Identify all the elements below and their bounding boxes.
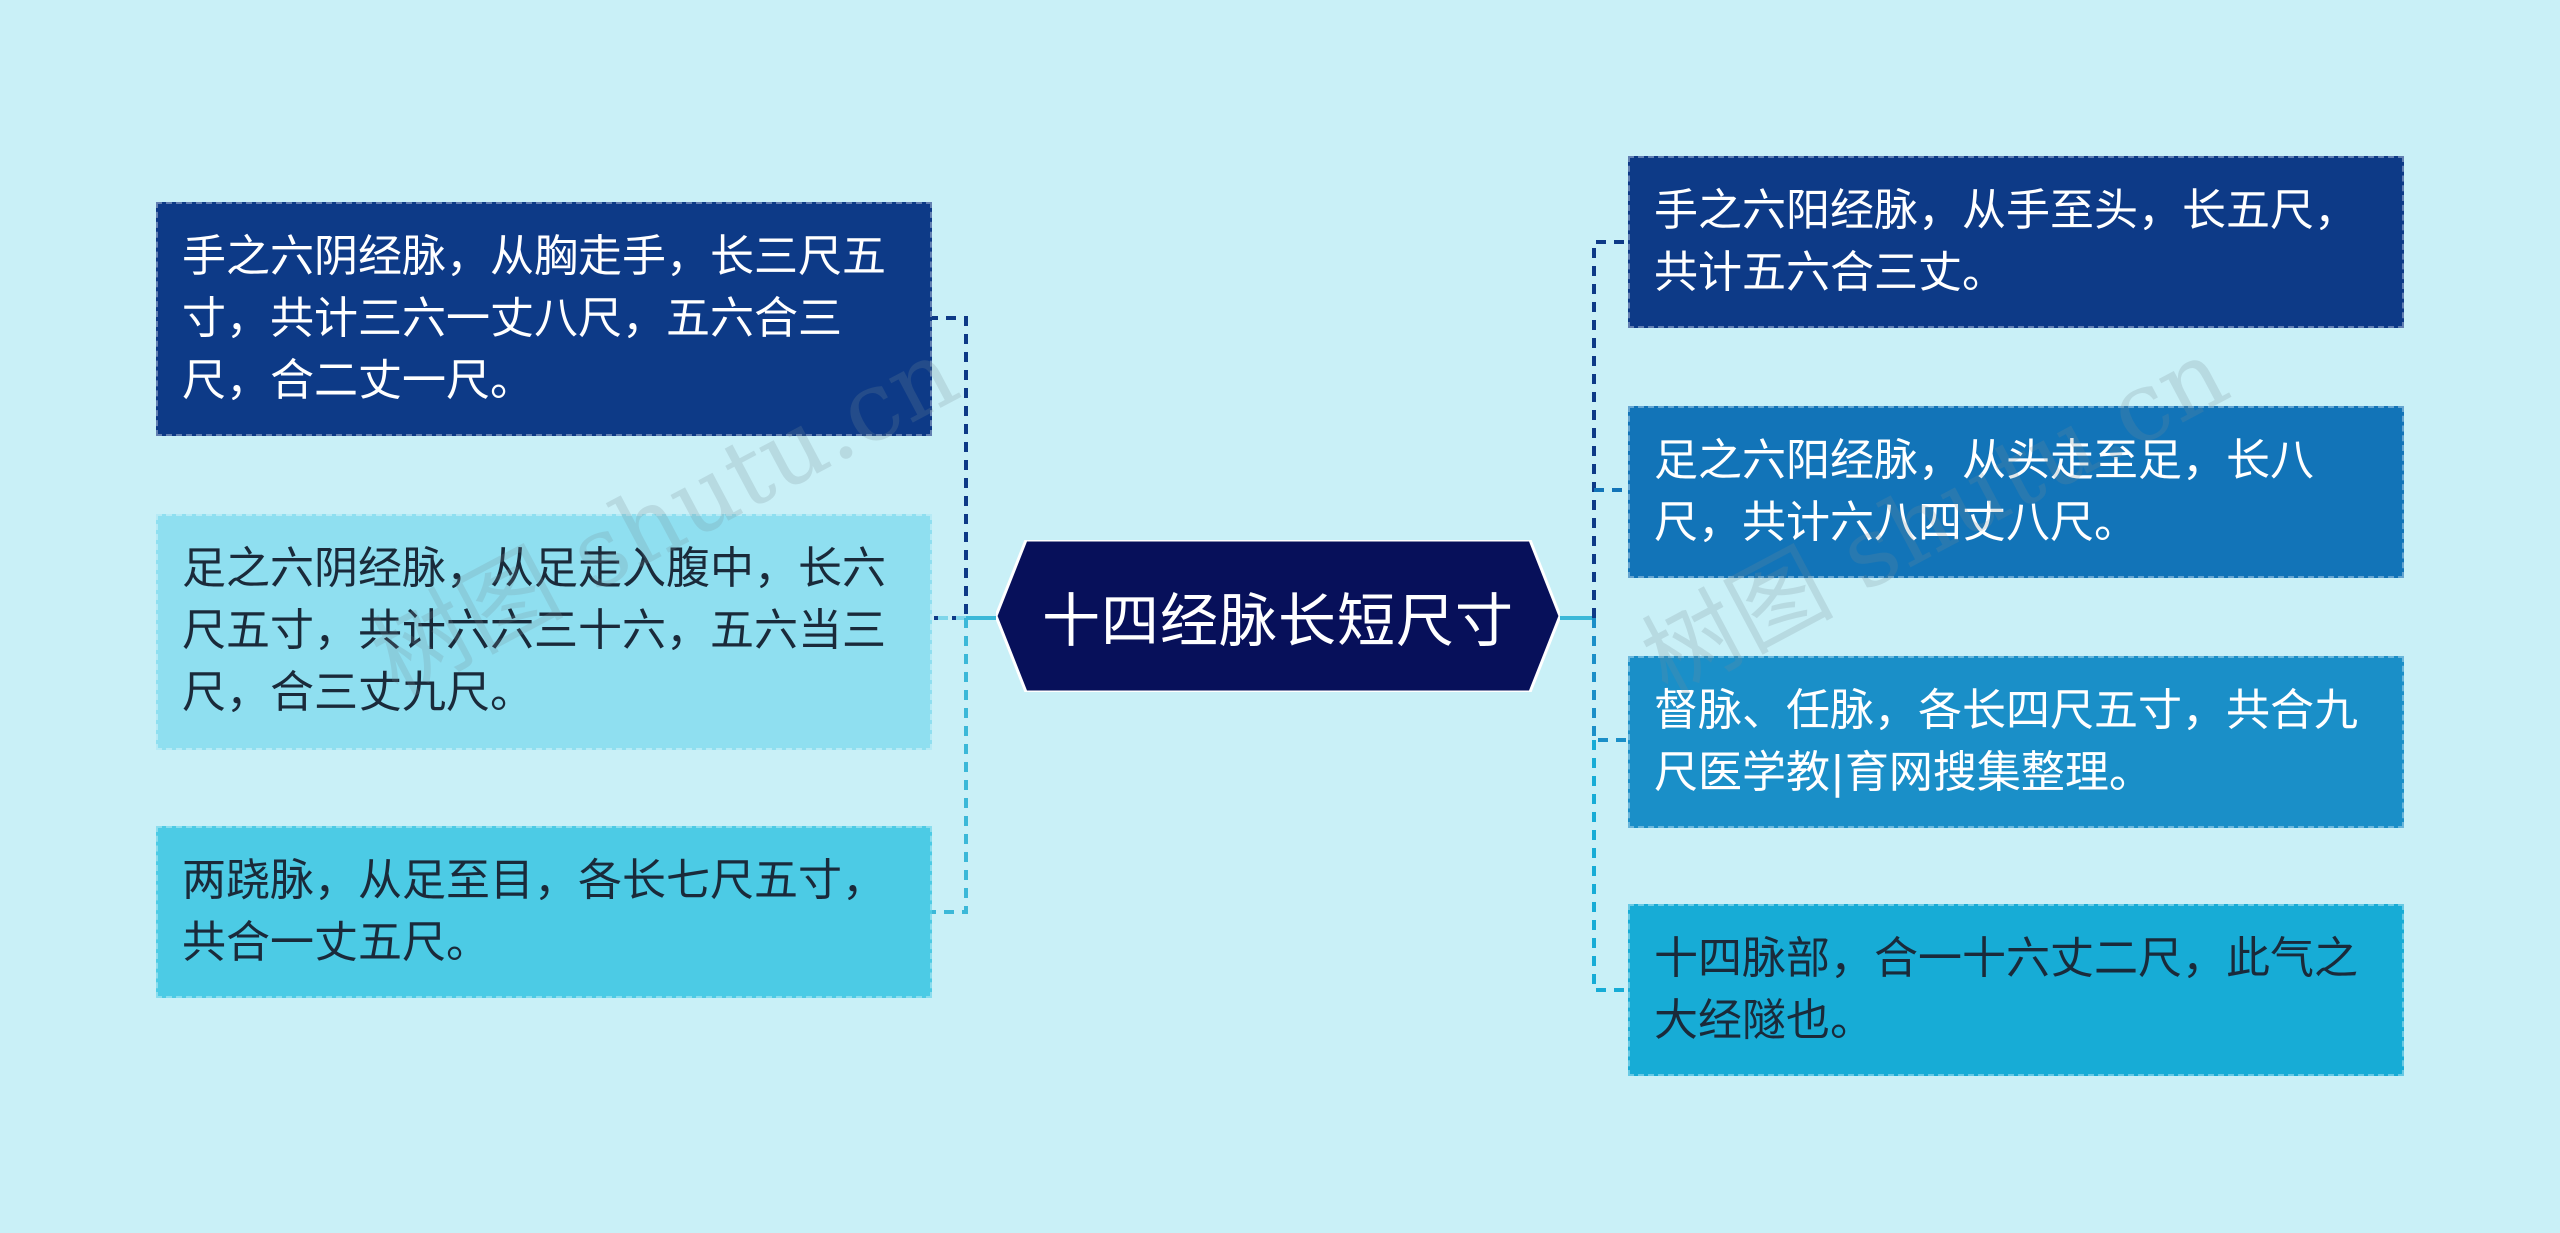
right-node-4-text: 十四脉部，合一十六丈二尺，此气之大经隧也。 <box>1654 933 2358 1046</box>
connector-left-3 <box>932 618 968 914</box>
right-node-3[interactable]: 督脉、任脉，各长四尺五寸，共合九尺医学教|育网搜集整理。 <box>1628 656 2404 828</box>
right-node-1-text: 手之六阳经脉，从手至头，长五尺，共计五六合三丈。 <box>1654 185 2358 298</box>
connector-right-3 <box>1592 618 1628 742</box>
root-node[interactable]: 十四经脉长短尺寸 <box>996 540 1560 692</box>
root-title: 十四经脉长短尺寸 <box>1041 587 1514 655</box>
right-node-2[interactable]: 足之六阳经脉，从头走至足，长八尺，共计六八四丈八尺。 <box>1628 406 2404 578</box>
right-node-3-text: 督脉、任脉，各长四尺五寸，共合九尺医学教|育网搜集整理。 <box>1654 685 2358 798</box>
connector-left-1 <box>932 316 968 620</box>
left-node-2-text: 足之六阴经脉，从足走入腹中，长六尺五寸，共计六六三十六，五六当三尺，合三丈九尺。 <box>182 543 886 718</box>
right-node-4[interactable]: 十四脉部，合一十六丈二尺，此气之大经隧也。 <box>1628 904 2404 1076</box>
connector-right-4 <box>1592 740 1628 992</box>
right-node-2-text: 足之六阳经脉，从头走至足，长八尺，共计六八四丈八尺。 <box>1654 435 2314 548</box>
connector-right-1 <box>1592 240 1628 618</box>
right-node-1[interactable]: 手之六阳经脉，从手至头，长五尺，共计五六合三丈。 <box>1628 156 2404 328</box>
left-node-2[interactable]: 足之六阴经脉，从足走入腹中，长六尺五寸，共计六六三十六，五六当三尺，合三丈九尺。 <box>156 514 932 750</box>
left-node-3-text: 两跷脉，从足至目，各长七尺五寸，共合一丈五尺。 <box>182 855 886 968</box>
left-node-3[interactable]: 两跷脉，从足至目，各长七尺五寸，共合一丈五尺。 <box>156 826 932 998</box>
left-node-1-text: 手之六阴经脉，从胸走手，长三尺五寸，共计三六一丈八尺，五六合三尺，合二丈一尺。 <box>182 231 886 406</box>
root-hexagon-shape <box>996 540 1560 692</box>
left-node-1[interactable]: 手之六阴经脉，从胸走手，长三尺五寸，共计三六一丈八尺，五六合三尺，合二丈一尺。 <box>156 202 932 436</box>
